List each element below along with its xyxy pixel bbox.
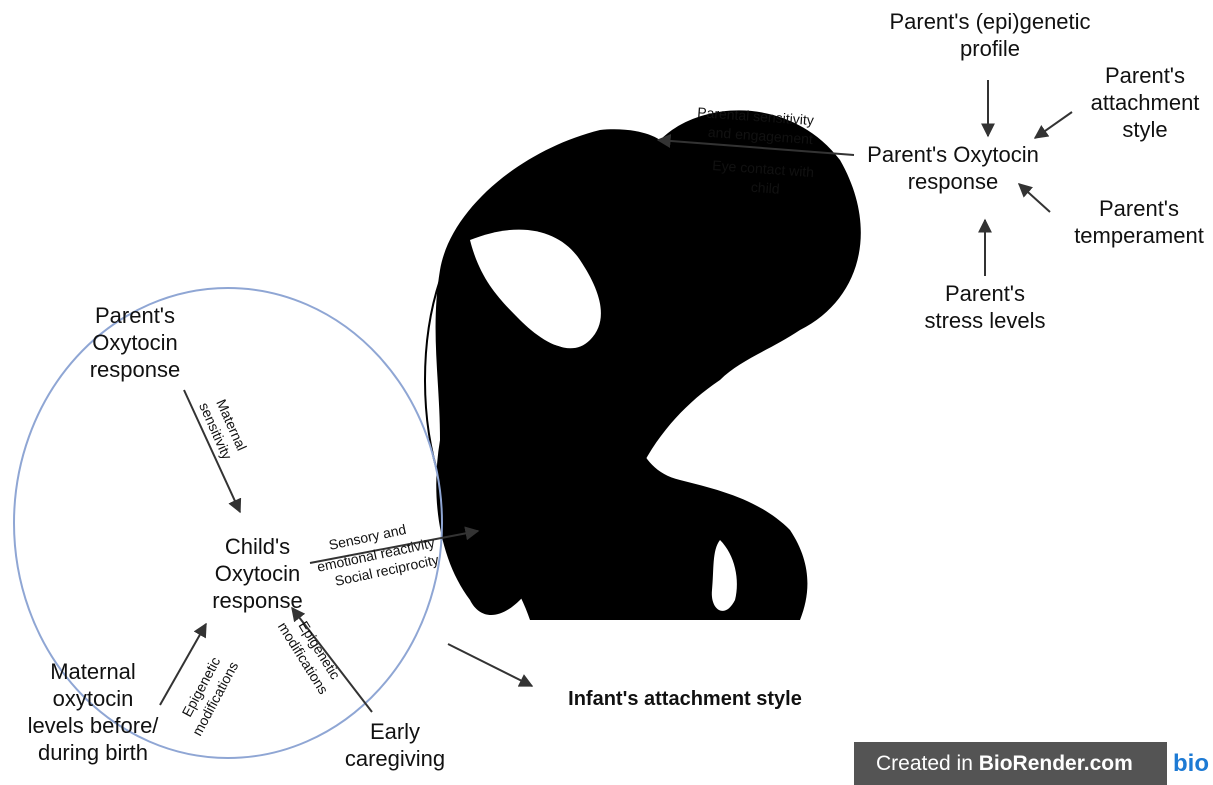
parent-attachment-style: Parent's attachment style — [1080, 62, 1210, 143]
parent-oxytocin-response: Parent's Oxytocin response — [848, 141, 1058, 195]
maternal-oxytocin-levels: Maternal oxytocin levels before/ during … — [18, 658, 168, 766]
watermark-prefix: Created in — [876, 752, 979, 775]
parent-temperament: Parent's temperament — [1068, 195, 1210, 249]
early-caregiving: Early caregiving — [330, 718, 460, 772]
parent-stress-levels: Parent's stress levels — [905, 280, 1065, 334]
label-epigenetic-right: Epigenetic modifications — [275, 610, 347, 697]
parent-genetic-profile: Parent's (epi)genetic profile — [855, 8, 1125, 62]
arrow-to-infant-attachment — [448, 644, 532, 686]
watermark-brand: BioRender.com — [979, 752, 1133, 775]
biorender-logo-icon: bio — [1167, 742, 1213, 785]
biorender-watermark: Created in BioRender.com bio — [854, 742, 1213, 785]
label-maternal-sensitivity: Maternal sensitivity — [196, 393, 252, 463]
mother-infant-silhouette — [425, 110, 861, 620]
infant-attachment-style: Infant's attachment style — [545, 686, 825, 713]
arrow-attachment-to-parent-response — [1035, 112, 1072, 138]
child-side-parent-response: Parent's Oxytocin response — [60, 302, 210, 383]
child-oxytocin-response: Child's Oxytocin response — [185, 533, 330, 614]
